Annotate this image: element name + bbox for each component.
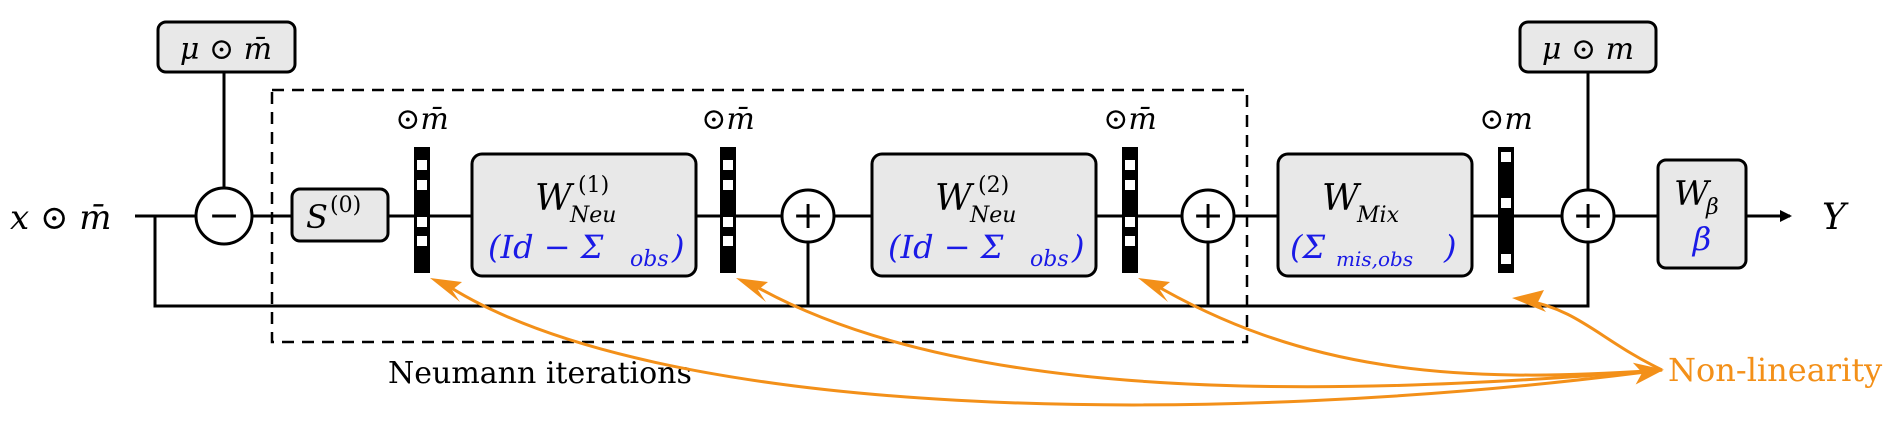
mask-m [1498,147,1514,273]
nonlinearity-arrow-2 [747,280,1663,389]
w-neu-1-box [470,152,698,278]
w-neu-2-param-sub: obs [1030,247,1069,272]
w-mix-param-close: ) [1443,228,1456,266]
arrowhead-2 [736,278,768,302]
nonlinearity-label: Non-linearity [1668,351,1882,389]
w-mix-param: (Σ [1290,228,1325,266]
s0-box [290,187,390,243]
w-neu-1-sub: Neu [569,203,616,228]
add-node-2 [1180,188,1236,244]
w-beta-base: W [1674,174,1712,214]
mask-label-2: ⊙m̄ [701,102,755,137]
add-node-1 [780,188,836,244]
w-neu-2-param: (Id − Σ [888,228,1004,266]
mask-mbar-1 [414,147,430,273]
mu-box-label: μ ⊙ m [1542,32,1634,67]
mu-bar-box-label: μ ⊙ m̄ [180,32,272,67]
subtract-symbol: − [208,193,240,237]
w-mix-sub: Mix [1356,203,1400,228]
output-label: Y [1822,197,1849,238]
nonlinearity-arrow-4 [1523,298,1663,372]
w-neu-1-param-close: ) [671,228,684,266]
subtract-node [194,186,254,246]
w-neu-1-base: W [535,178,575,219]
skip-connection-line [153,216,1590,308]
w-beta-box [1656,158,1748,270]
add-symbol-3: + [1572,193,1604,237]
add-node-3 [1560,188,1616,244]
w-neu-1-sup: (1) [578,173,609,198]
nonlinearity-arrow-1 [441,280,1664,407]
input-label: x ⊙ m̄ [10,198,112,238]
w-neu-2-box [870,152,1098,278]
mu-box [1518,20,1658,74]
mask-label-3: ⊙m̄ [1103,102,1157,137]
mask-mbar-2 [720,147,736,273]
w-beta-sub: β [1705,195,1719,220]
arrowhead-3 [1138,278,1170,302]
arrowhead-4 [1512,290,1546,312]
mu-bar-box [156,20,297,74]
mask-label-1: ⊙m̄ [395,102,449,137]
w-neu-1-param-sub: obs [630,247,669,272]
w-beta-param: β [1692,220,1712,258]
w-neu-1-param: (Id − Σ [488,228,604,266]
s0-sup: (0) [330,193,361,218]
s0-base: S [306,198,328,236]
neumann-label: Neumann iterations [388,356,692,391]
w-mix-param-sub: mis,obs [1336,247,1413,271]
add-symbol-2: + [1192,193,1224,237]
w-mix-box [1276,152,1474,278]
w-neu-2-param-close: ) [1071,228,1084,266]
mask-mbar-3 [1122,147,1138,273]
add-symbol-1: + [792,193,824,237]
w-neu-2-sup: (2) [978,173,1009,198]
w-neu-2-base: W [935,178,975,219]
w-neu-2-sub: Neu [969,203,1016,228]
nonlinearity-arrow-3 [1149,280,1663,377]
w-mix-base: W [1322,178,1362,219]
arrowhead-1 [430,278,462,302]
mask-label-4: ⊙m [1479,102,1533,137]
